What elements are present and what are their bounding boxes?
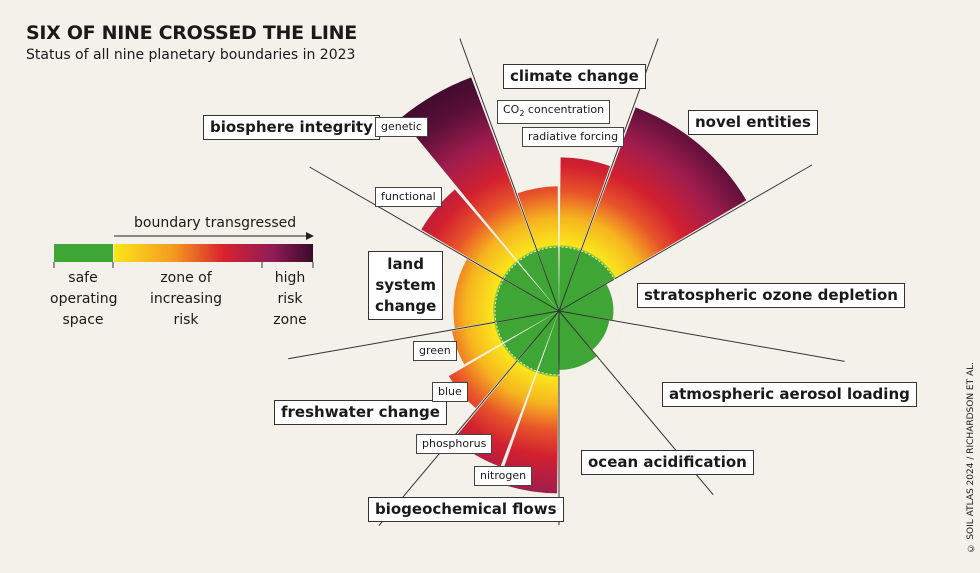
legend-arrow-label: boundary transgressed xyxy=(134,215,297,231)
label-radiative-forcing: radiative forcing xyxy=(522,127,625,147)
boundary-divider-line xyxy=(558,164,813,312)
boundary-divider-line xyxy=(378,310,560,526)
wedge-ocean-acidification xyxy=(559,311,597,370)
boundary-divider-line xyxy=(558,310,845,362)
label-freshwater-change: freshwater change xyxy=(274,400,447,425)
boundary-divider-line xyxy=(459,38,560,312)
label-green-water: green xyxy=(413,341,457,361)
label-stratospheric-ozone: stratospheric ozone depletion xyxy=(637,283,905,308)
wedge-blue-water xyxy=(448,311,559,409)
label-functional: functional xyxy=(375,187,442,207)
credit: © SOIL ATLAS 2024 / RICHARDSON ET AL. xyxy=(966,362,976,553)
wedge-stratospheric-ozone xyxy=(559,284,614,320)
label-biogeochemical-flows: biogeochemical flows xyxy=(368,497,564,522)
wedge-co2-concentration xyxy=(517,186,559,311)
label-phosphorus: phosphorus xyxy=(416,434,493,454)
wedge-genetic-diversity xyxy=(400,77,559,311)
legend-safe-label: safe operating space xyxy=(50,270,118,328)
wedge-phosphorus xyxy=(453,311,559,467)
page-title: SIX OF NINE CROSSED THE LINE xyxy=(26,22,357,44)
label-co2-concentration: CO2 concentration xyxy=(497,100,611,125)
label-genetic: genetic xyxy=(375,117,428,137)
wedge-green-water xyxy=(452,311,559,365)
label-nitrogen: nitrogen xyxy=(474,466,533,486)
page-subtitle: Status of all nine planetary boundaries … xyxy=(26,47,356,63)
label-ocean-acidification: ocean acidification xyxy=(581,450,754,475)
wedge-radiative-forcing xyxy=(559,157,611,311)
legend-arrowhead-icon xyxy=(306,232,314,240)
boundary-divider-line xyxy=(309,166,560,312)
legend-high-label: high risk zone xyxy=(273,270,307,328)
wedge-nitrogen xyxy=(498,311,559,494)
legend-risk-gradient xyxy=(114,244,313,262)
legend-safe-swatch xyxy=(54,244,113,262)
label-aerosol-loading: atmospheric aerosol loading xyxy=(662,382,917,407)
label-blue-water: blue xyxy=(432,382,468,402)
wedge-novel-entities xyxy=(559,107,747,311)
label-climate-change: climate change xyxy=(503,64,646,89)
legend-zone-label: zone of increasing risk xyxy=(149,270,223,328)
wedge-functional-integrity xyxy=(421,189,559,311)
wedge-land-system xyxy=(453,259,559,329)
safe-boundary-circle xyxy=(494,246,624,376)
boundary-divider-line xyxy=(288,310,560,360)
label-novel-entities: novel entities xyxy=(688,110,818,135)
wedge-aerosol-loading xyxy=(559,311,610,350)
label-biosphere-integrity: biosphere integrity xyxy=(203,115,380,140)
